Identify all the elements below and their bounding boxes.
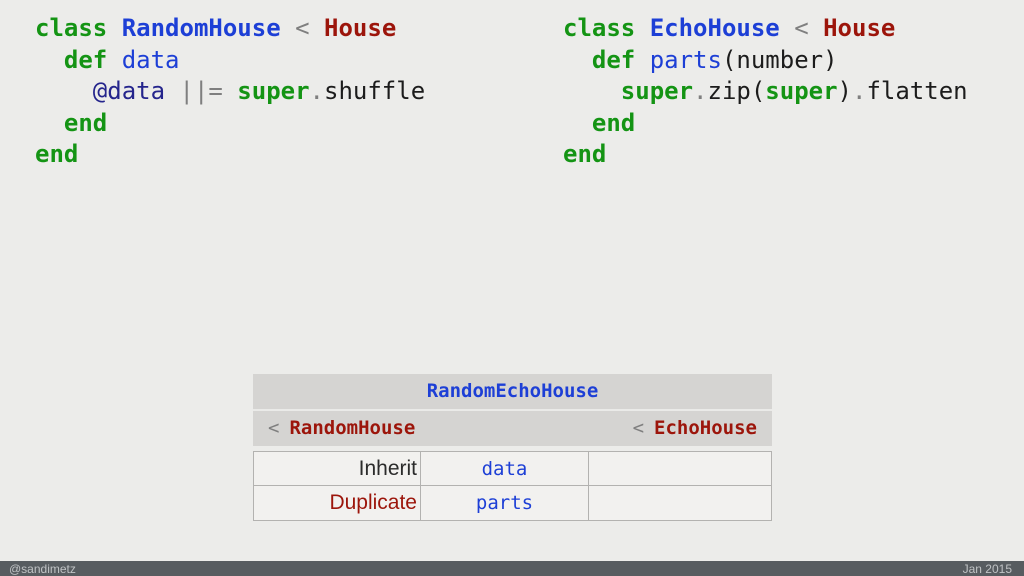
- inherits-arrow-icon: <: [268, 417, 280, 439]
- superclass-echohouse-label: EchoHouse: [654, 417, 757, 439]
- table-title: RandomEchoHouse: [253, 374, 772, 411]
- randomhouse-code-block: class RandomHouse < House def data @data…: [35, 13, 425, 171]
- code-line: end: [563, 140, 607, 168]
- table-row-label-duplicate: Duplicate: [254, 486, 421, 520]
- inherits-arrow-icon: <: [632, 417, 645, 439]
- code-line: def data: [63, 45, 180, 74]
- code-line: end: [63, 108, 108, 137]
- code-line: @data ||= super.shuffle: [92, 77, 426, 105]
- randomechohouse-table: RandomEchoHouse <RandomHouse <EchoHouse …: [253, 374, 772, 521]
- code-line: class EchoHouse < House: [563, 14, 896, 42]
- table-superclasses-row: < RandomHouse < EchoHouse: [253, 411, 772, 446]
- table-cell-inherit-method: data: [421, 452, 589, 486]
- superclass-randomhouse-label: RandomHouse: [289, 417, 416, 439]
- superclass-echohouse: < EchoHouse: [633, 411, 757, 446]
- code-line: super.zip(super).flatten: [620, 77, 968, 105]
- superclass-randomhouse: < RandomHouse: [268, 411, 415, 446]
- table-cell-duplicate-method: parts: [421, 486, 589, 520]
- code-line: end: [35, 140, 79, 168]
- code-line: def parts(number): [591, 45, 838, 74]
- code-line: class RandomHouse < House: [35, 14, 397, 42]
- table-body: Inherit data Duplicate parts: [253, 451, 772, 521]
- echohouse-code-block: class EchoHouse < House def parts(number…: [563, 13, 968, 171]
- table-cell-duplicate-empty: [589, 486, 771, 520]
- code-line: end: [591, 108, 636, 137]
- twitter-handle: @sandimetz: [9, 561, 76, 576]
- slide-date: Jan 2015: [962, 561, 1012, 576]
- footer-bar: @sandimetz Jan 2015: [0, 561, 1024, 576]
- table-cell-inherit-empty: [589, 452, 771, 486]
- table-row-label-inherit: Inherit: [254, 452, 421, 486]
